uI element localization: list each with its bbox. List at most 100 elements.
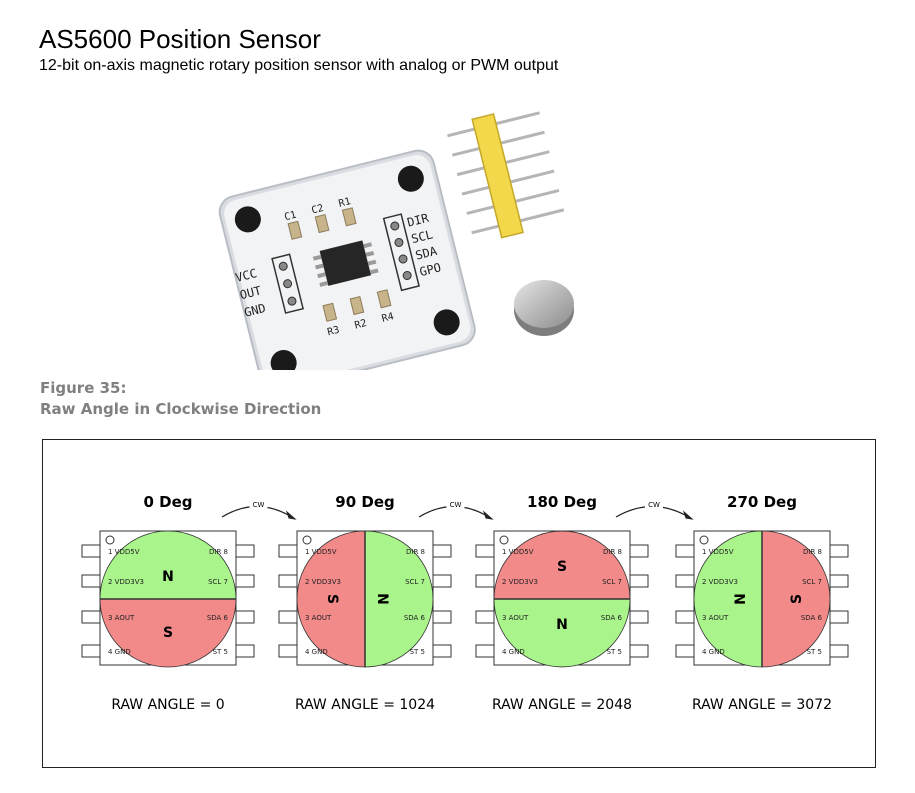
pin-label-gnd: 4 GND [702, 648, 725, 656]
pin-label-aout: 3 AOUT [702, 614, 729, 622]
chip-pin [235, 644, 255, 658]
chip-pin [675, 610, 695, 624]
chip-pin [235, 574, 255, 588]
north-pole-half [693, 530, 763, 668]
chip-pin [81, 544, 101, 558]
pin-label-scl: SCL 7 [602, 578, 622, 586]
panel-title: 270 Deg [727, 493, 797, 511]
chip-pin [278, 644, 298, 658]
north-pole-half [364, 530, 434, 668]
magnet-disc [514, 280, 574, 336]
pin-label-gnd: 4 GND [305, 648, 328, 656]
pin-label-vdd3v3: 2 VDD3V3 [305, 578, 341, 586]
cw-label-bg [645, 499, 663, 508]
pin-label-aout: 3 AOUT [108, 614, 135, 622]
pin-label-aout: 3 AOUT [502, 614, 529, 622]
south-pole-half [493, 530, 631, 600]
part-label-r2: R2 [354, 318, 368, 332]
chip-pin [81, 574, 101, 588]
pin1-marker [105, 535, 115, 545]
pin1-marker [499, 535, 509, 545]
pin-label-gnd: 4 GND [108, 648, 131, 656]
cw-label: CW [648, 501, 660, 509]
south-label: S [789, 594, 805, 604]
south-label: S [557, 559, 567, 575]
figure-caption: Raw Angle in Clockwise Direction [40, 400, 322, 418]
pin-label-dir: DIR 8 [803, 548, 822, 556]
panel-title: 180 Deg [527, 493, 597, 511]
cw-arrow: CW [221, 499, 297, 520]
raw-angle-label: RAW ANGLE = 3072 [692, 697, 832, 713]
chip-pin [235, 610, 255, 624]
mount-hole [397, 165, 424, 192]
pin-label-st: ST 5 [213, 648, 228, 656]
pin-label-vdd3v3: 2 VDD3V3 [702, 578, 738, 586]
pin-label-sda: SDA [414, 244, 439, 263]
pin-label-vdd5v: 1 VDD5V [502, 548, 534, 556]
pin-label-aout: 3 AOUT [305, 614, 332, 622]
chip-pin [675, 544, 695, 558]
chip-pin [475, 544, 495, 558]
part-label-r4: R4 [381, 311, 395, 325]
chip-pin [629, 610, 649, 624]
south-pole-half [761, 530, 831, 668]
south-pole-half [296, 530, 366, 668]
chip-pin [475, 574, 495, 588]
pin-label-vdd3v3: 2 VDD3V3 [108, 578, 144, 586]
panel-title: 90 Deg [335, 493, 394, 511]
chip-pin [278, 610, 298, 624]
chip-pin [829, 574, 849, 588]
pin-label-scl: SCL [410, 227, 434, 246]
chip-pin [629, 644, 649, 658]
north-label: N [374, 593, 390, 605]
chip-pin [629, 544, 649, 558]
chip-pin [432, 644, 452, 658]
raw-angle-label: RAW ANGLE = 2048 [492, 697, 632, 713]
pin-label-dir: DIR 8 [406, 548, 425, 556]
pin-label-st: ST 5 [410, 648, 425, 656]
pin-label-gpo: GPO [418, 260, 442, 279]
north-pole-half [493, 598, 631, 668]
chip-pin [278, 544, 298, 558]
pin-label-scl: SCL 7 [208, 578, 228, 586]
part-label-r1: R1 [338, 196, 352, 210]
cw-arrow-head [682, 510, 694, 520]
north-pole-half [99, 530, 237, 600]
chip-pin [475, 610, 495, 624]
part-label-r3: R3 [326, 325, 340, 339]
chip-pin [432, 574, 452, 588]
chip-pin [675, 574, 695, 588]
pin-label-dir: DIR 8 [209, 548, 228, 556]
cw-label-bg [249, 499, 268, 508]
raw-angle-label: RAW ANGLE = 0 [111, 697, 224, 713]
pin-label-vdd5v: 1 VDD5V [305, 548, 337, 556]
pin-label-vdd3v3: 2 VDD3V3 [502, 578, 538, 586]
figure-number: Figure 35: [40, 379, 127, 397]
pin1-marker [699, 535, 709, 545]
pin-label-vcc: VCC [234, 266, 258, 285]
pin-label-dir: DIR 8 [603, 548, 622, 556]
mount-hole [433, 309, 460, 336]
chip-pin [432, 544, 452, 558]
pin-label-sda: SDA 6 [601, 614, 623, 622]
chip-pin [829, 610, 849, 624]
pin-label-out: OUT [238, 283, 262, 302]
cw-arrow-head [285, 510, 297, 520]
south-label: S [163, 625, 173, 641]
cw-label: CW [253, 501, 265, 509]
pin1-marker [302, 535, 312, 545]
chip-pin [829, 544, 849, 558]
cw-label: CW [450, 501, 462, 509]
page-title: AS5600 Position Sensor [39, 24, 321, 54]
cw-arrow: CW [418, 499, 494, 520]
part-label-c2: C2 [310, 203, 324, 217]
part-label-c1: C1 [283, 210, 297, 224]
panel-title: 0 Deg [143, 493, 192, 511]
north-label: N [556, 617, 568, 633]
pin-label-sda: SDA 6 [207, 614, 229, 622]
pcb-board: VCC OUT GND DIR SCL SDA GPO C1 C2 R1 R3 … [218, 149, 476, 370]
chip-pin [81, 644, 101, 658]
